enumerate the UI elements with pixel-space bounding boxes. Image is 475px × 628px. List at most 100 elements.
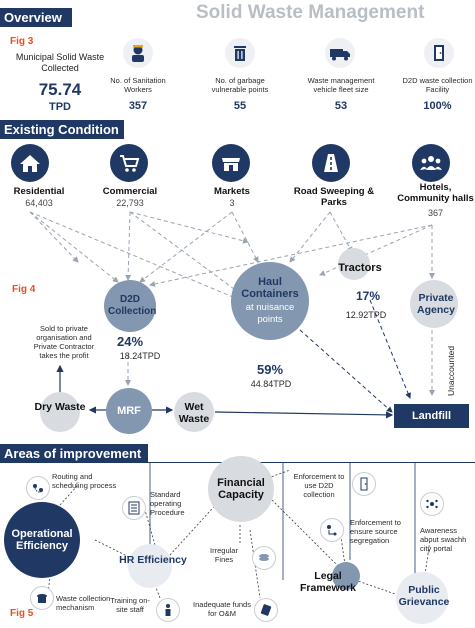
web-op-routing	[59, 484, 79, 506]
tractors-node	[338, 248, 370, 280]
web-legal-public	[354, 579, 399, 596]
haul-title: Haul Containers	[241, 276, 299, 300]
cart-icon	[110, 144, 148, 182]
private-agency-node	[410, 280, 458, 328]
financial-capacity-hub: Financial Capacity	[208, 456, 274, 522]
dry-waste-node	[40, 392, 80, 432]
stat-d2d-label: D2D waste collection Facility	[402, 76, 473, 94]
source-residential-value: 64,403	[25, 198, 53, 208]
staff-icon	[156, 598, 180, 622]
msw-value: 75.74	[38, 80, 82, 99]
haul-tpd: 44.84TPD	[250, 379, 292, 389]
page-title: Solid Waste Management	[196, 2, 425, 23]
flow-res-dump	[29, 211, 79, 263]
fig4-label: Fig 4	[12, 284, 36, 295]
checklist-icon	[122, 496, 146, 520]
msw-unit: TPD	[49, 101, 71, 113]
web-op-hr	[94, 539, 136, 561]
d2d-tpd: 18.24TPD	[119, 351, 161, 361]
source-commercial-label: Commercial	[102, 186, 158, 197]
source-markets-value: 3	[229, 198, 235, 208]
money-icon	[254, 598, 278, 622]
haul-containers-node: Haul Containers at nuisance points	[231, 262, 309, 340]
financial-label: Financial Capacity	[217, 477, 265, 501]
web-hr-fin	[169, 499, 221, 556]
existing-heading: Existing Condition	[0, 120, 124, 139]
worker-icon	[123, 38, 153, 68]
item-training: Training on-site staff	[110, 596, 150, 614]
house-icon	[11, 144, 49, 182]
stat-workers-value: 357	[128, 100, 148, 112]
item-fines: Irregular Fines	[210, 546, 238, 564]
item-awareness: Awareness about swachh city portal	[420, 526, 467, 553]
flow-com-mid	[129, 211, 249, 244]
truck-icon	[325, 38, 355, 68]
flow-haul-landfill	[299, 329, 393, 413]
source-hotels-value: 367	[427, 208, 444, 218]
wet-waste-node	[174, 392, 214, 432]
web-fin-funds	[249, 529, 261, 599]
item-enf-src: Enforcement to ensure source segregation	[350, 518, 401, 545]
d2d-pct: 24%	[116, 334, 144, 349]
market-icon	[212, 144, 250, 182]
fig5-label: Fig 5	[10, 608, 34, 619]
item-enf-d2d: Enforcement to use D2D collection	[293, 472, 345, 499]
trash-bin-icon	[225, 38, 255, 68]
dry-waste-label: Dry Waste	[34, 401, 86, 413]
item-waste-mech: Waste collection mechanism	[56, 594, 111, 612]
operational-label: Operational Efficiency	[11, 528, 73, 552]
stat-gvp-label: No. of garbage vulnerable points	[211, 76, 269, 94]
tractors-label: Tractors	[338, 262, 382, 274]
door-enforce-icon	[352, 472, 376, 496]
flow-mkt-d2d	[139, 211, 233, 283]
flow-mkt-haul	[231, 211, 259, 263]
sold-note: Sold to private organisation and Private…	[33, 324, 95, 360]
flow-hotel-d2d	[149, 224, 433, 287]
overview-heading: Overview	[0, 8, 72, 27]
source-residential-label: Residential	[13, 186, 65, 197]
flow-road-tractor	[329, 211, 353, 253]
fig3-label: Fig 3	[10, 36, 34, 47]
flow-road-haul	[289, 211, 331, 263]
route-map-icon	[26, 476, 50, 500]
haul-sub: at nuisance points	[245, 302, 295, 325]
mrf-label: MRF	[117, 405, 141, 417]
source-commercial-value: 22,793	[116, 198, 144, 208]
public-grievance-hub	[396, 572, 448, 624]
stat-fleet-value: 53	[334, 100, 348, 112]
stat-fleet-label: Waste management vehicle fleet size	[307, 76, 375, 94]
flow-res-d2d	[29, 211, 119, 283]
item-routing: Routing and scheduling process	[52, 472, 117, 490]
source-road-label: Road Sweeping & Parks	[293, 186, 375, 208]
people-icon	[412, 144, 450, 182]
wet-waste-label: Wet Waste	[178, 401, 210, 425]
collection-bin-icon	[30, 586, 54, 610]
coins-icon	[252, 546, 276, 570]
flow-tractor-landfill	[369, 299, 411, 399]
landfill-box: Landfill	[394, 404, 469, 428]
public-label: Public Grievance	[398, 584, 450, 608]
haul-pct: 59%	[256, 362, 284, 377]
d2d-collection-node: D2D Collection	[104, 280, 156, 332]
legal-label: Legal Framework	[299, 570, 357, 594]
unaccounted-label: Unaccounted	[446, 345, 456, 396]
stat-workers-label: No. of Sanitation Workers	[110, 76, 166, 94]
msw-label: Municipal Solid Waste Collected	[15, 52, 105, 73]
operational-efficiency-hub: Operational Efficiency	[4, 502, 80, 578]
landfill-label: Landfill	[411, 410, 452, 422]
improvement-divider	[148, 462, 475, 463]
stat-d2d-value: 100%	[423, 100, 452, 112]
legal-framework-hub	[332, 562, 360, 590]
flow-com-haul	[129, 211, 239, 293]
flow-com-d2d	[125, 211, 132, 281]
source-hotels-label: Hotels, Community halls	[397, 182, 474, 204]
mrf-node: MRF	[106, 388, 152, 434]
web-public-aware	[424, 539, 431, 576]
hr-efficiency-hub	[128, 544, 172, 588]
segregation-icon	[320, 518, 344, 542]
source-markets-label: Markets	[214, 186, 250, 197]
portal-icon	[420, 492, 444, 516]
flow-wet-landfill	[214, 411, 394, 419]
flow-res-haul	[29, 211, 241, 301]
